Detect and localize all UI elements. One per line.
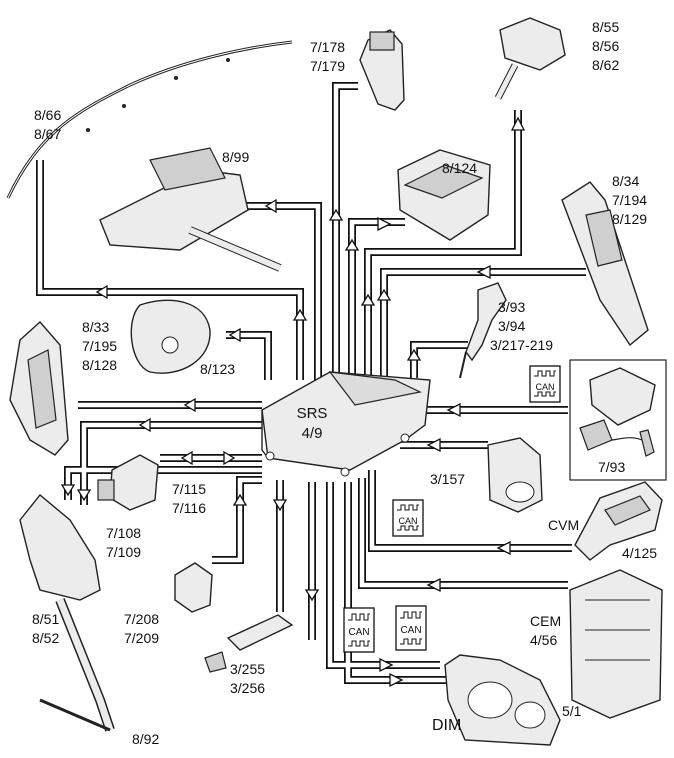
cvm-module	[574, 481, 663, 561]
label-pretensioner-top-1: 8/55	[592, 19, 619, 35]
can-symbol-right: CAN	[529, 365, 561, 403]
label-side-airbag-left-1: 8/33	[82, 319, 109, 335]
component-labels: 8/66 8/67 7/178 7/179 8/55 8/56 8/62 8/9…	[32, 19, 657, 747]
label-cvm-name: CVM	[548, 517, 579, 533]
can-symbol-middle: CAN	[392, 499, 424, 537]
label-dim-name: DIM	[432, 717, 461, 734]
switch-panel	[204, 614, 294, 673]
label-cem-name: CEM	[530, 613, 561, 629]
steering-column	[99, 147, 282, 272]
label-seat-sensor-top-1: 7/178	[310, 39, 345, 55]
srs-name: SRS	[297, 405, 328, 422]
label-pretensioner-top-2: 8/56	[592, 38, 619, 54]
label-cvm-code: 4/125	[622, 545, 657, 561]
cem-module	[569, 569, 663, 719]
label-ignition-switch: 3/157	[430, 471, 465, 487]
srs-code: 4/9	[302, 425, 323, 442]
label-front-sensor-1: 7/108	[106, 525, 141, 541]
label-curtain-airbag-2: 8/67	[34, 126, 61, 142]
front-crash-sensor	[97, 454, 159, 511]
can-label: CAN	[400, 625, 421, 636]
label-switch-panel-1: 3/255	[230, 661, 265, 677]
label-front-sensor-2: 7/109	[106, 544, 141, 560]
curtain-airbag	[6, 40, 293, 199]
occupant-sensor-box	[569, 359, 667, 481]
label-dim-code: 5/1	[562, 703, 582, 719]
label-belt-buckle-2: 3/94	[498, 318, 525, 334]
srs-control-module: SRS 4/9	[261, 371, 431, 477]
label-side-airbag-left-2: 7/195	[82, 338, 117, 354]
label-seat-side-airbag-2: 8/52	[32, 630, 59, 646]
can-symbol-bottom-left: CAN	[343, 607, 375, 653]
label-steering-wheel-airbag: 8/123	[200, 361, 235, 377]
can-label: CAN	[398, 516, 417, 526]
label-crash-sensor-2: 7/116	[172, 500, 206, 516]
label-side-sensor-1: 7/208	[124, 611, 159, 627]
seat-side-airbag	[19, 494, 115, 732]
label-side-airbag-right-3: 8/129	[612, 211, 647, 227]
label-side-airbag-right-1: 8/34	[612, 173, 639, 189]
can-symbol-bottom-right: CAN	[395, 605, 427, 651]
label-seat-sensor-top-2: 7/179	[310, 58, 345, 74]
can-label: CAN	[348, 627, 369, 638]
label-side-airbag-right-2: 7/194	[612, 192, 647, 208]
steering-wheel-airbag	[130, 299, 211, 374]
label-crash-sensor-1: 7/115	[172, 481, 206, 497]
passenger-airbag	[397, 149, 491, 241]
belt-buckle	[459, 282, 507, 379]
ignition-switch	[487, 437, 543, 513]
label-pretensioner-bottom: 8/92	[132, 731, 159, 747]
flow-arrows	[60, 116, 526, 688]
label-passenger-airbag: 8/124	[442, 160, 477, 176]
label-switch-panel-2: 3/256	[230, 680, 265, 696]
label-seat-side-airbag-1: 8/51	[32, 611, 59, 627]
label-belt-buckle-1: 3/93	[498, 299, 525, 315]
label-side-airbag-left-3: 8/128	[82, 357, 117, 373]
label-occupant-sensor: 7/93	[598, 459, 625, 475]
label-belt-buckle-3: 3/217-219	[490, 337, 553, 353]
side-crash-sensor	[174, 562, 213, 613]
side-airbag-left	[9, 321, 69, 456]
belt-pretensioner-top	[494, 17, 566, 100]
dim-instrument-cluster	[444, 654, 561, 746]
label-side-sensor-2: 7/209	[124, 630, 159, 646]
label-cem-code: 4/56	[530, 632, 557, 648]
label-steering-column: 8/99	[222, 149, 249, 165]
seat-occupancy-sensor-top	[359, 29, 405, 111]
side-airbag-right	[561, 181, 649, 347]
label-curtain-airbag-1: 8/66	[34, 107, 61, 123]
can-label: CAN	[535, 382, 554, 392]
label-pretensioner-top-3: 8/62	[592, 57, 619, 73]
